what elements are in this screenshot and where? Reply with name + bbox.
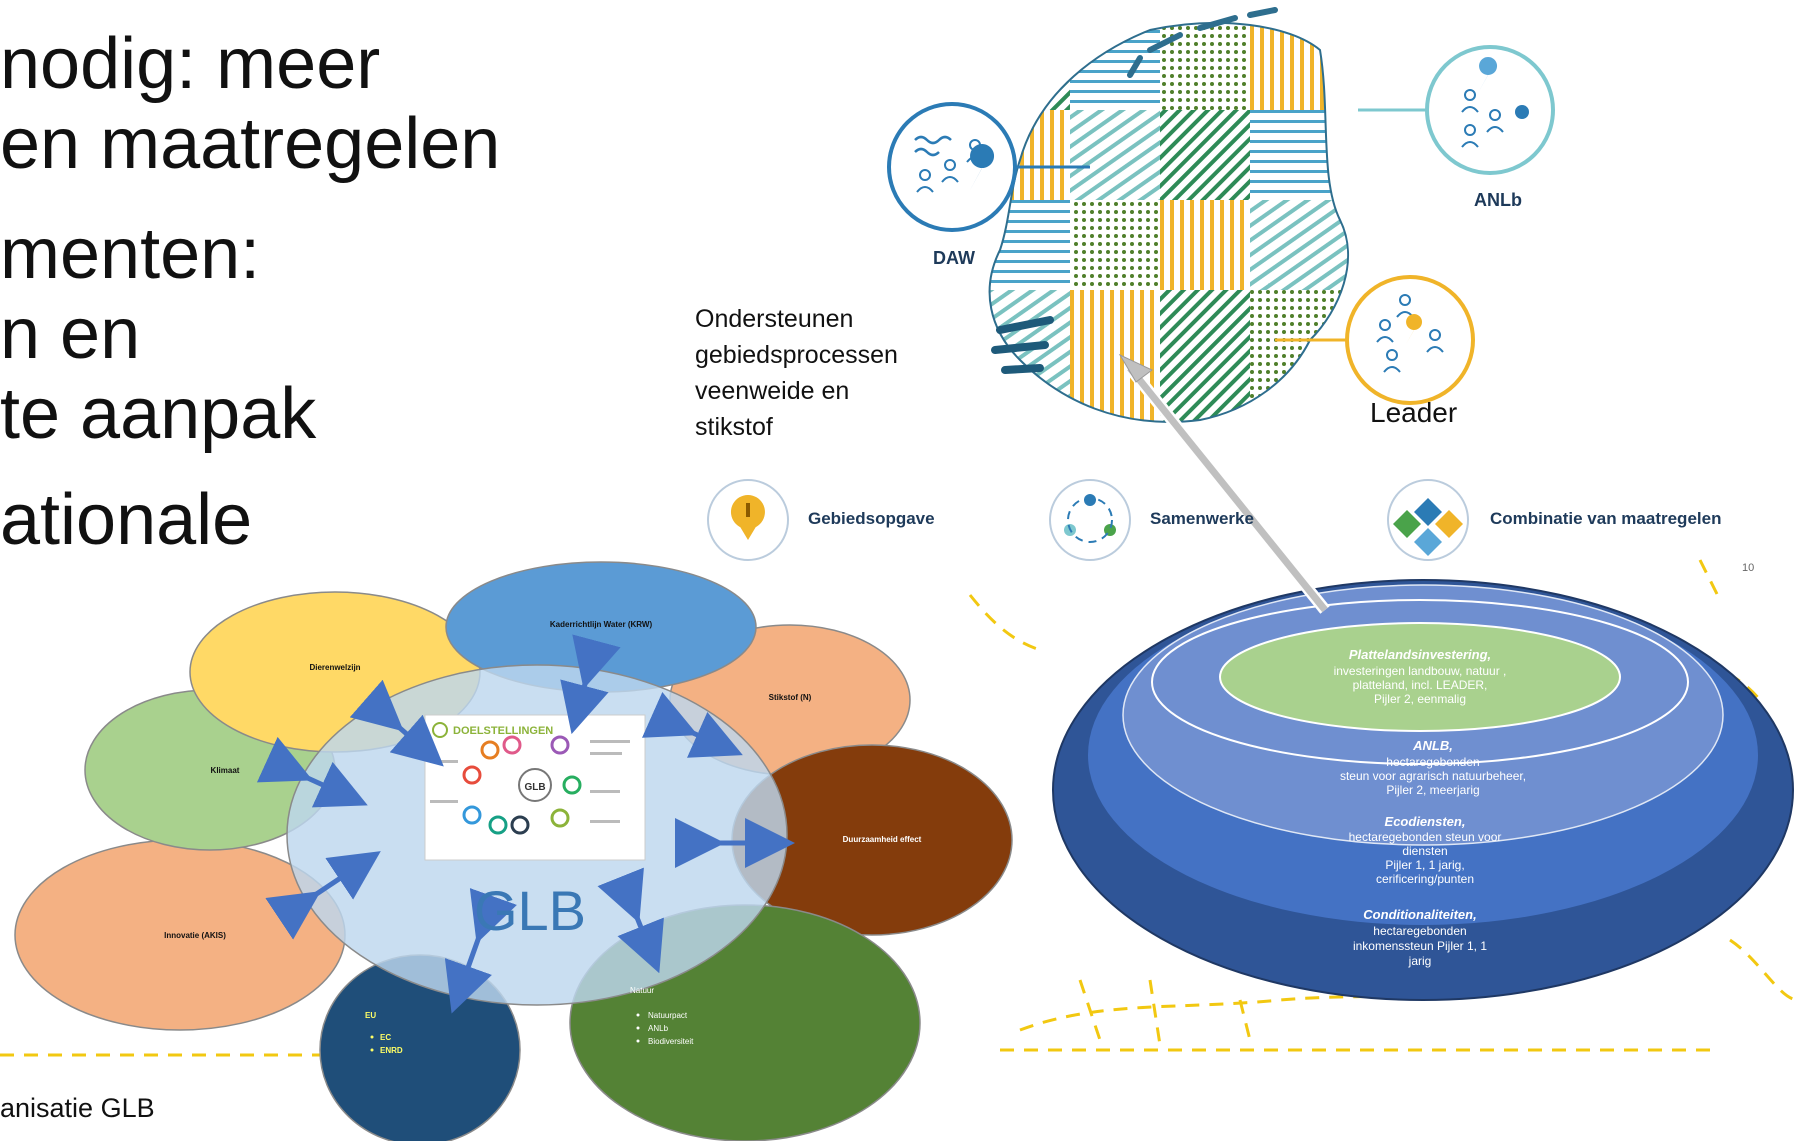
layer-conditionaliteiten-title: Conditionaliteiten, [1363,907,1476,922]
label-eu: EU [365,1011,376,1020]
layer-anlb-line-3: Pijler 2, meerjarig [1386,783,1479,797]
layer-conditionaliteiten-line-2: inkomenssteun Pijler 1, 1 [1353,939,1487,953]
doelstellingen-title: DOELSTELLINGEN [453,725,553,737]
anlb-icon [1358,45,1555,175]
label-natuur: Natuur [630,986,654,995]
layer-ecodiensten-title: Ecodiensten, [1385,814,1466,829]
label-stikstof: Stikstof (N) [769,693,812,702]
label-duurzaamheid: Duurzaamheid effect [843,835,922,844]
layer-plattelands-line-1: investeringen landbouw, natuur , [1334,664,1507,678]
layer-conditionaliteiten-line-1: hectaregebonden [1373,924,1466,938]
layer-ecodiensten-line-4: cerificering/punten [1376,872,1474,886]
layer-plattelands-line-3: Pijler 2, eenmalig [1374,692,1466,706]
layer-anlb-line-1: hectaregebonden [1386,755,1479,769]
layered-support-diagram: Plattelandsinvestering, investeringen la… [1052,353,1794,1001]
headline-line-1: nodig: meer [0,24,381,104]
samenwerking-icon [1049,479,1131,561]
gebiedsopgave-icon [707,479,789,561]
headline-line-6: ationale [0,480,253,560]
layer-plattelands-title: Plattelandsinvestering, [1349,647,1491,662]
glb-big-label: GLB [474,879,586,942]
label-natuur-item-1: Natuurpact [648,1011,688,1020]
layer-anlb-title: ANLB, [1412,738,1453,753]
label-natuur-item-2: ANLb [648,1024,669,1033]
note-line-2: gebiedsprocessen [695,341,898,369]
doelstellingen-figure: DOELSTELLINGEN GLB [424,714,646,861]
netherlands-map [988,7,1349,423]
layer-ecodiensten-line-1: hectaregebonden steun voor [1349,830,1502,844]
layer-anlb-line-2: steun voor agrarisch natuurbeheer, [1340,769,1526,783]
glb-arrows [256,634,795,1014]
headline-line-4: n en [0,294,141,374]
label-innovatie: Innovatie (AKIS) [164,931,226,940]
daw-label: DAW [933,248,975,268]
note-line-3: veenweide en [695,377,850,405]
layer-ecodiensten-line-2: diensten [1402,844,1447,858]
label-eu-item-1: EC [380,1033,391,1042]
combinatie-icon [1387,479,1469,561]
label-krw: Kaderrichtlijn Water (KRW) [550,620,653,629]
leader-label: Leader [1370,397,1458,428]
page-number: 10 [1742,562,1755,574]
layer-ecodiensten-line-3: Pijler 1, 1 jarig, [1385,858,1464,872]
footer-text: anisatie GLB [0,1093,155,1123]
layer-plattelands-line-2: platteland, incl. LEADER, [1353,678,1488,692]
daw-icon [887,102,1090,232]
leader-icon [1275,275,1475,405]
doelstellingen-center: GLB [524,782,545,793]
legend-combinatie: Combinatie van maatregelen [1490,509,1722,528]
label-eu-item-2: ENRD [380,1046,403,1055]
anlb-label: ANLb [1474,190,1522,210]
label-klimaat: Klimaat [211,766,240,775]
label-natuur-item-3: Biodiversiteit [648,1037,694,1046]
note-line-1: Ondersteunen [695,305,854,333]
legend-gebiedsopgave: Gebiedsopgave [808,509,935,528]
layer-conditionaliteiten-line-3: jarig [1408,954,1432,968]
headline-line-2: en maatregelen [0,104,501,184]
headline-line-3: menten: [0,214,261,294]
glb-circles-diagram: DOELSTELLINGEN GLB [14,561,1013,1141]
headline-line-5: te aanpak [0,374,317,454]
legend-samenwerking: Samenwerke [1150,509,1254,528]
note-line-4: stikstof [695,413,773,441]
label-dierenwelzijn: Dierenwelzijn [309,663,360,672]
